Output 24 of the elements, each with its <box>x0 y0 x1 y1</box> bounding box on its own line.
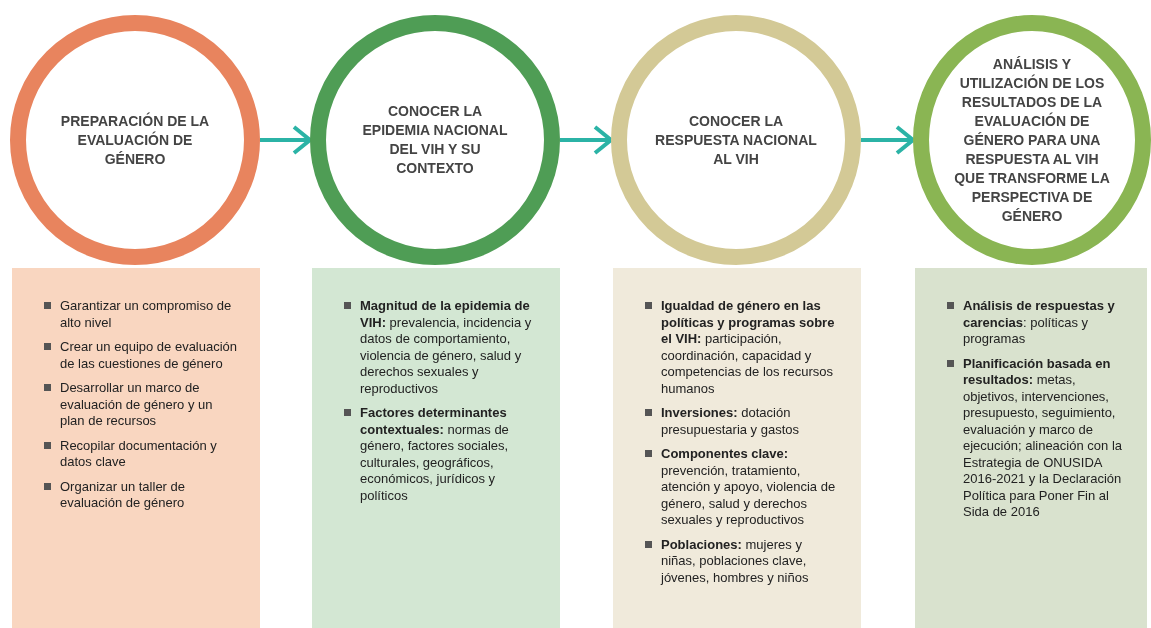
bullet-item: Desarrollar un marco de evaluación de género y un plan de recursos <box>42 380 238 430</box>
bullet-item: Inversiones: dotación presupuestaria y gastos <box>643 405 839 438</box>
bullet-item: Poblaciones: mujeres y niñas, poblaciones clave, jóvenes, hombres y niños <box>643 536 839 586</box>
column-panel <box>12 268 260 628</box>
step-title: ANÁLISIS Y UTILIZACIÓN DE LOS RESULTADOS DE LA EVALUACIÓN DE GÉNERO PARA UNA RESPUESTA AL VIH QUE TRANSFORME LA PERSPECTIVA DE GÉNERO <box>953 54 1111 226</box>
bullet-item: Factores determinantes contextuales: normas de género, factores sociales, culturales, geográficos, económicos, jurídicos y políticos <box>342 405 538 504</box>
column-panel <box>312 268 560 628</box>
bullet-item: Igualdad de género en las políticas y programas sobre el VIH: participación, coordinación, capacidad y competencias de los recursos humanos <box>643 298 839 397</box>
bullet-item: Organizar un taller de evaluación de género <box>42 478 238 512</box>
bullet-item: Análisis de respuestas y carencias: políticas y programas <box>945 298 1125 348</box>
bullet-item: Componentes clave: prevención, tratamiento, atención y apoyo, violencia de género, salud y derechos sexuales y reproductivos <box>643 446 839 529</box>
chevron-arrow <box>861 125 915 155</box>
bullet-item: Magnitud de la epidemia de VIH: prevalencia, incidencia y datos de comportamiento, violencia de género, salud y derechos sexuales y reproductivos <box>342 298 538 397</box>
bullet-item: Recopilar documentación y datos clave <box>42 437 238 471</box>
bullet-item: Crear un equipo de evaluación de las cuestiones de género <box>42 339 238 372</box>
chevron-arrow <box>260 125 312 155</box>
chevron-arrow <box>560 125 613 155</box>
step-title: CONOCER LA EPIDEMIA NACIONAL DEL VIH Y SU CONTEXTO <box>361 102 509 178</box>
step-title: PREPARACIÓN DE LA EVALUACIÓN DE GÉNERO <box>59 111 211 169</box>
bullet-item: Garantizar un compromiso de alto nivel <box>42 298 238 331</box>
step-title: CONOCER LA RESPUESTA NACIONAL AL VIH <box>654 111 818 169</box>
column-panel <box>613 268 861 628</box>
bullet-item: Planificación basada en resultados: metas, objetivos, intervenciones, presupuesto, seguimiento, evaluación y marco de ejecución; alineación con la Estrategia de ONUSIDA 2016-2021 y la Declaración Política para Poner Fin al Sida de 2016 <box>945 355 1125 521</box>
column-panel <box>915 268 1147 628</box>
